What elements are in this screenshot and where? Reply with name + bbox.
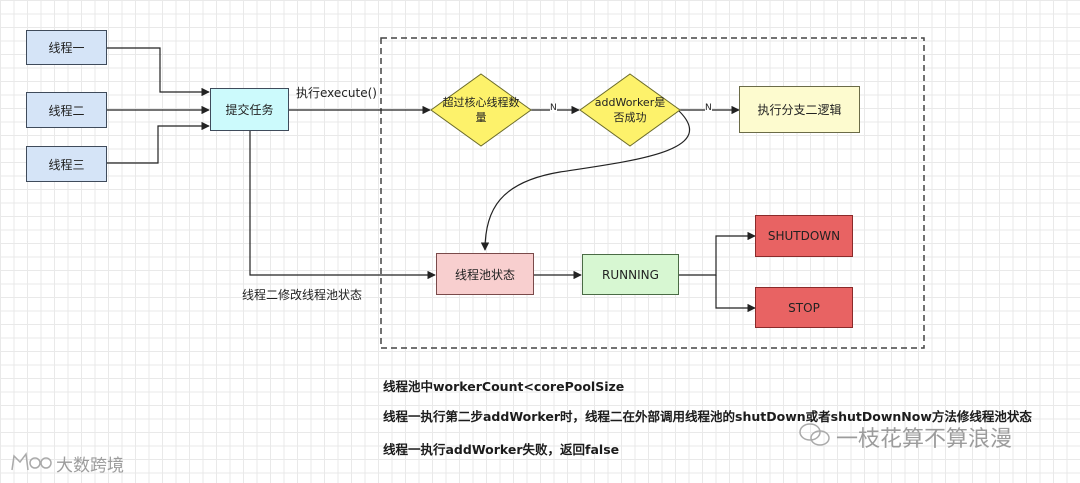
note-line-2: 线程一执行第二步addWorker时，线程二在外部调用线程池的shutDown或… <box>383 409 1032 424</box>
thread-one-label: 线程一 <box>48 41 85 55</box>
edge-submit-poolstate <box>249 131 436 280</box>
watermark-right: 一枝花算不算浪漫 <box>836 427 1013 452</box>
edge-addworker-poolstate <box>480 109 691 251</box>
execute-edge-label: 执行execute() <box>296 86 377 100</box>
running-box: RUNNING <box>582 254 679 295</box>
thread-pool-boundary <box>380 37 925 349</box>
decision-over-core-diamond <box>430 73 532 147</box>
decision-add-worker-diamond <box>579 73 681 147</box>
thread-three-label: 线程三 <box>48 157 85 172</box>
note-line-1: 线程池中workerCount<corePoolSize <box>383 379 625 394</box>
stop-box: STOP <box>755 287 853 328</box>
edge-running-stop <box>715 275 756 313</box>
branch-two-box: 执行分支二逻辑 <box>739 86 860 133</box>
logo-icon <box>11 452 52 471</box>
watermark-left: 大数跨境 <box>56 456 124 476</box>
note-line-3: 线程一执行addWorker失败，返回false <box>383 442 620 457</box>
submit-task-label: 提交任务 <box>225 103 274 117</box>
over-core-label: 超过核心线程数量 <box>442 96 520 124</box>
thread-one-box: 线程一 <box>26 30 107 65</box>
thread-two-box: 线程二 <box>26 92 107 128</box>
submit-task-box: 提交任务 <box>210 88 289 131</box>
wechat-icon <box>799 423 830 446</box>
thread-three-box: 线程三 <box>26 146 107 182</box>
n-edge-label-2: N <box>705 103 712 113</box>
edge-thread1-submit <box>107 47 210 97</box>
n-edge-label-1: N <box>550 103 557 113</box>
pool-state-label: 线程池状态 <box>454 267 515 282</box>
pool-state-box: 线程池状态 <box>436 253 534 295</box>
running-label: RUNNING <box>602 267 659 282</box>
stop-label: STOP <box>788 300 820 315</box>
branch-two-label: 执行分支二逻辑 <box>757 103 842 117</box>
edge-thread3-submit <box>107 121 210 164</box>
add-worker-label: addWorker是否成功 <box>594 96 666 124</box>
edge-running-shutdown <box>679 231 756 276</box>
modify-state-edge-label: 线程二修改线程池状态 <box>242 288 363 302</box>
thread-two-label: 线程二 <box>48 103 85 118</box>
shutdown-label: SHUTDOWN <box>767 229 841 243</box>
shutdown-box: SHUTDOWN <box>755 215 853 257</box>
